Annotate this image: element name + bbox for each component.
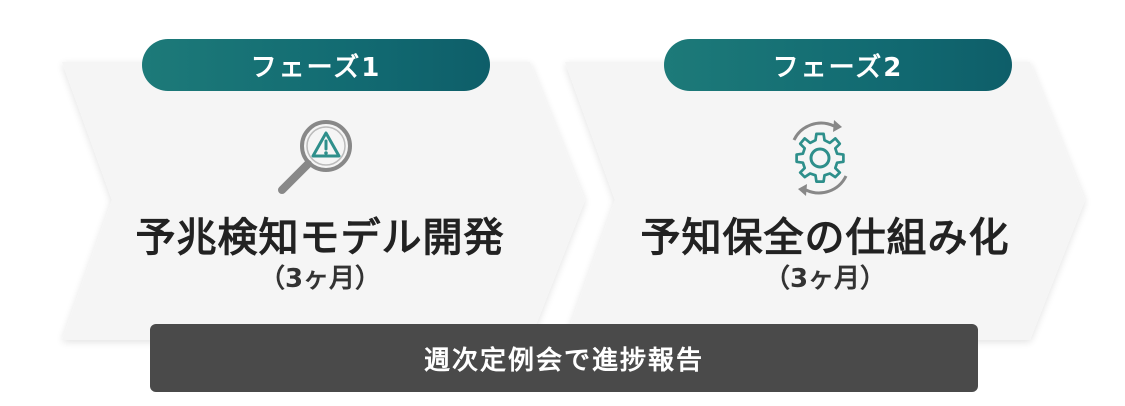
weekly-report-bar: 週次定例会で進捗報告: [150, 324, 978, 392]
weekly-report-label: 週次定例会で進捗報告: [423, 345, 704, 376]
phase-2-title: 予知保全の仕組み化: [640, 215, 1010, 261]
phase-2-duration: （3ヶ月）: [763, 264, 887, 294]
phase-1-title: 予兆検知モデル開発: [135, 215, 505, 261]
phase-1-duration: （3ヶ月）: [258, 264, 382, 294]
phase-2-chevron: [565, 62, 1085, 340]
phase-2-badge-label: フェーズ2: [772, 52, 904, 83]
phase-2-badge: フェーズ2: [664, 39, 1012, 91]
phase-1-badge: フェーズ1: [142, 39, 490, 91]
magnifier-warning-icon: [270, 110, 366, 206]
phase-1-badge-label: フェーズ1: [250, 52, 382, 83]
phase-1-chevron: [62, 62, 585, 340]
gear-cycle-icon: [772, 110, 868, 206]
